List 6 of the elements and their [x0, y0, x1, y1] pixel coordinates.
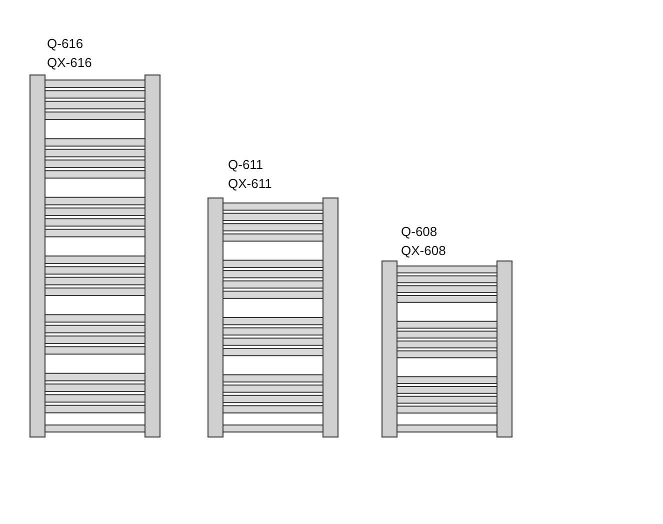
- model-label: Q-611: [228, 157, 264, 173]
- model-label: Q-608: [401, 224, 438, 240]
- model-label: QX-616: [47, 55, 92, 71]
- model-label: Q-616: [47, 36, 84, 52]
- model-label: QX-608: [401, 243, 446, 259]
- model-label: QX-611: [228, 176, 272, 192]
